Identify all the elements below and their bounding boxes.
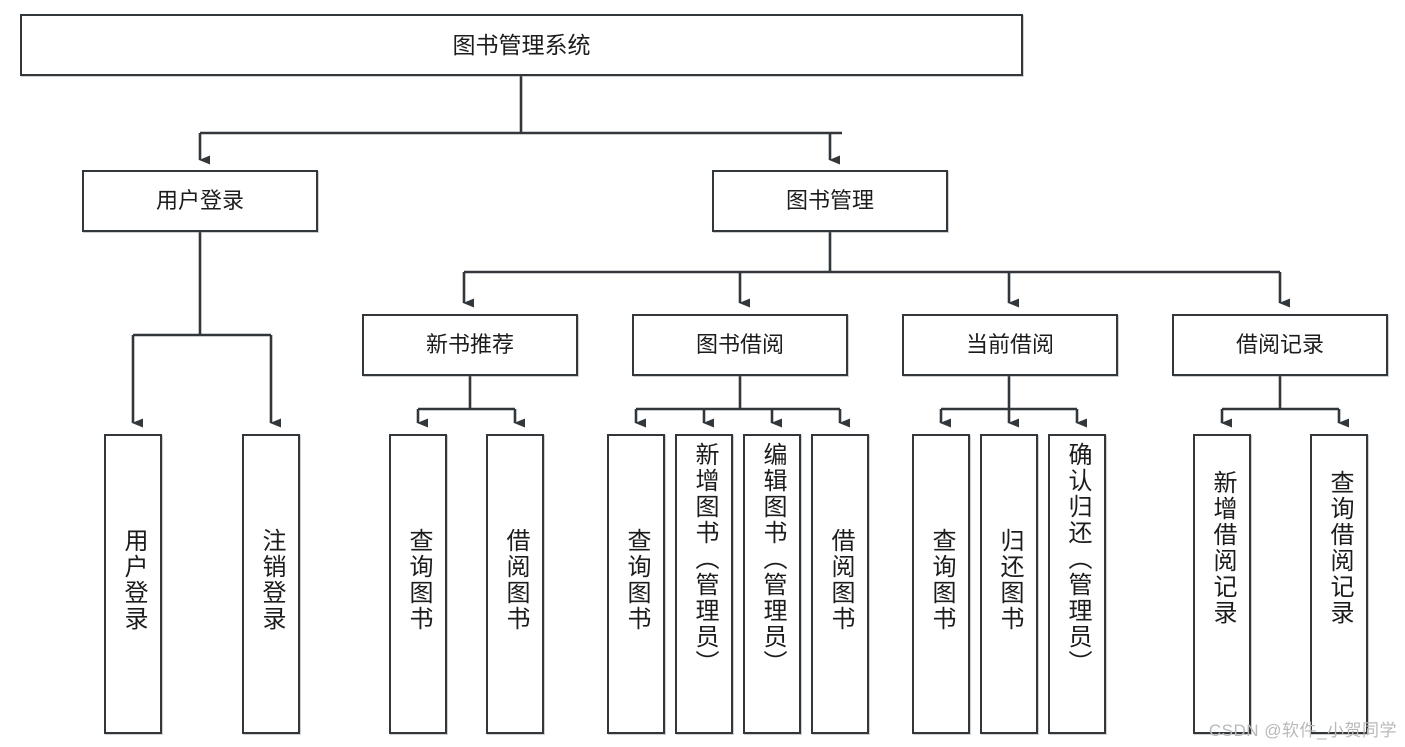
node-label: 图书管理 bbox=[785, 188, 874, 214]
node-book-borrow[interactable]: 图书借阅 bbox=[632, 314, 848, 376]
node-label: 查询图书 bbox=[405, 528, 432, 632]
node-label: 确认归还（管理员） bbox=[1064, 442, 1091, 676]
leaf-borrow-edit-book-admin[interactable]: 编辑图书（管理员） bbox=[743, 434, 801, 734]
node-label: 查询图书 bbox=[623, 528, 650, 632]
node-label: 归还图书 bbox=[996, 528, 1023, 632]
node-label: 新增借阅记录 bbox=[1209, 470, 1236, 626]
node-label: 注销登录 bbox=[258, 528, 285, 632]
leaf-record-add-record[interactable]: 新增借阅记录 bbox=[1193, 434, 1251, 734]
watermark-text: CSDN @软件_小贺同学 bbox=[1208, 721, 1397, 740]
node-label: 查询图书 bbox=[928, 528, 955, 632]
leaf-new-book-borrow-book[interactable]: 借阅图书 bbox=[486, 434, 544, 734]
node-label: 用户登录 bbox=[155, 188, 244, 214]
node-book-management[interactable]: 图书管理 bbox=[712, 170, 948, 232]
leaf-borrow-add-book-admin[interactable]: 新增图书（管理员） bbox=[675, 434, 733, 734]
leaf-current-confirm-return-admin[interactable]: 确认归还（管理员） bbox=[1048, 434, 1106, 734]
node-new-book-recommend[interactable]: 新书推荐 bbox=[362, 314, 578, 376]
leaf-record-query-record[interactable]: 查询借阅记录 bbox=[1310, 434, 1368, 734]
node-label: 当前借阅 bbox=[965, 332, 1054, 358]
node-borrow-record[interactable]: 借阅记录 bbox=[1172, 314, 1388, 376]
node-label: 图书管理系统 bbox=[452, 31, 591, 58]
node-label: 新书推荐 bbox=[425, 332, 514, 358]
node-label: 编辑图书（管理员） bbox=[759, 442, 786, 676]
node-user-login[interactable]: 用户登录 bbox=[82, 170, 318, 232]
node-root-system[interactable]: 图书管理系统 bbox=[20, 14, 1023, 76]
leaf-current-query-book[interactable]: 查询图书 bbox=[912, 434, 970, 734]
leaf-user-login-login[interactable]: 用户登录 bbox=[104, 434, 162, 734]
node-label: 借阅图书 bbox=[502, 528, 529, 632]
leaf-borrow-borrow-book[interactable]: 借阅图书 bbox=[811, 434, 869, 734]
leaf-user-login-logout[interactable]: 注销登录 bbox=[242, 434, 300, 734]
node-label: 借阅图书 bbox=[827, 528, 854, 632]
node-current-borrow[interactable]: 当前借阅 bbox=[902, 314, 1118, 376]
node-label: 用户登录 bbox=[120, 528, 147, 632]
leaf-current-return-book[interactable]: 归还图书 bbox=[980, 434, 1038, 734]
node-label: 查询借阅记录 bbox=[1326, 470, 1353, 626]
node-label: 图书借阅 bbox=[695, 332, 784, 358]
node-label: 新增图书（管理员） bbox=[691, 442, 718, 676]
leaf-new-book-query-book[interactable]: 查询图书 bbox=[389, 434, 447, 734]
leaf-borrow-query-book[interactable]: 查询图书 bbox=[607, 434, 665, 734]
node-label: 借阅记录 bbox=[1235, 332, 1324, 358]
